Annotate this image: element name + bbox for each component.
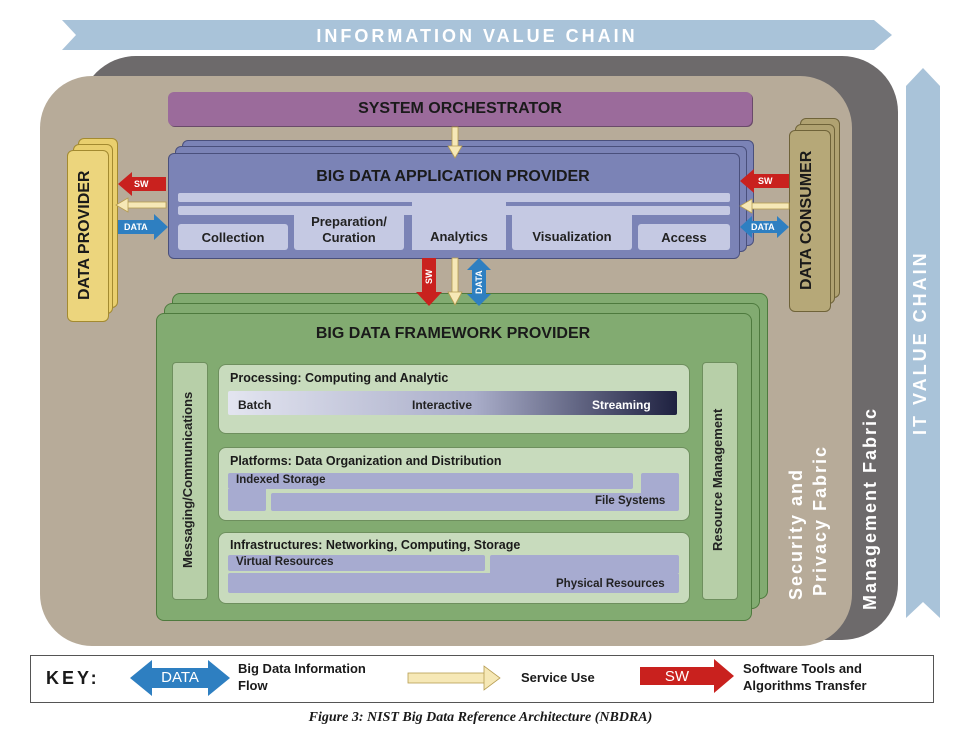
activity-access [638, 224, 730, 250]
activity-collection [178, 224, 288, 250]
information-value-chain-banner: INFORMATION VALUE CHAIN [62, 20, 892, 50]
processing-title: Processing: Computing and Analytic [230, 371, 449, 385]
activity-visualization-label: Visualization [532, 229, 612, 244]
service-arrow-left [115, 197, 167, 213]
file-systems-rise [641, 473, 679, 495]
infrastructures-title: Infrastructures: Networking, Computing, … [230, 538, 521, 552]
key-data-arrow-label: DATA [161, 669, 199, 686]
key-data-arrow [130, 660, 230, 696]
data-provider-box [67, 150, 109, 322]
service-arrow-right [739, 198, 790, 214]
system-orchestrator-label: SYSTEM ORCHESTRATOR [358, 100, 562, 117]
service-arrow-orchestrator [447, 126, 463, 159]
key-service-description: Service Use [521, 670, 595, 685]
framework-title: BIG DATA FRAMEWORK PROVIDER [315, 325, 591, 342]
information-value-chain-label: INFORMATION VALUE CHAIN [316, 26, 638, 46]
sw-arrow-left-label: SW [134, 179, 149, 189]
sw-arrow-down [416, 258, 442, 306]
indexed-storage-label: Indexed Storage [236, 474, 326, 486]
activity-preparation-label: Preparation/ Curation [311, 214, 387, 245]
virtual-resources-label: Virtual Resources [236, 556, 334, 568]
data-arrow-left [118, 214, 168, 240]
processing-gradient-bar [228, 391, 677, 415]
key-sw-description: Software Tools and Algorithms Transfer [743, 661, 867, 693]
file-systems-bar [271, 493, 679, 511]
figure-caption: Figure 3: NIST Big Data Reference Archit… [308, 710, 653, 725]
sw-arrow-left [118, 172, 166, 196]
resource-management-box [702, 362, 738, 600]
data-arrow-left-label: DATA [124, 222, 148, 232]
activity-visualization [512, 212, 632, 250]
data-arrow-vertical [467, 258, 491, 306]
key-label: KEY: [46, 668, 100, 688]
key-data-description: Big Data Information Flow [238, 661, 366, 693]
indexed-storage-bar [228, 473, 633, 489]
activity-collection-label: Collection [201, 230, 265, 245]
key-service-arrow [407, 665, 501, 691]
it-value-chain-banner: IT VALUE CHAIN [906, 68, 940, 618]
data-arrow-right [740, 216, 789, 238]
physical-resources-bar [228, 573, 679, 593]
physical-resources-rise [490, 555, 679, 573]
activity-analytics-label: Analytics [430, 229, 488, 244]
streaming-label: Streaming [592, 398, 651, 412]
sw-arrow-right-label: SW [758, 176, 773, 186]
interactive-label: Interactive [412, 398, 473, 412]
data-consumer-box [789, 130, 831, 312]
key-sw-arrow [640, 659, 734, 693]
key-sw-arrow-label: SW [664, 668, 690, 685]
app-provider-title: BIG DATA APPLICATION PROVIDER [316, 168, 590, 185]
system-orchestrator [168, 92, 752, 126]
platforms-title: Platforms: Data Organization and Distrib… [230, 454, 502, 468]
indexed-storage-drop [228, 489, 266, 511]
batch-label: Batch [238, 398, 272, 412]
activity-access-label: Access [661, 230, 707, 245]
app-provider-bar-top [178, 193, 730, 202]
physical-resources-label: Physical Resources [556, 578, 665, 590]
sw-arrow-right [740, 169, 789, 193]
file-systems-label: File Systems [595, 495, 666, 507]
virtual-resources-bar [228, 555, 485, 571]
data-arrow-right-label: DATA [751, 222, 775, 232]
messaging-box [172, 362, 208, 600]
analytics-column [412, 202, 506, 250]
activity-preparation [294, 212, 404, 250]
service-arrow-down [447, 257, 463, 306]
